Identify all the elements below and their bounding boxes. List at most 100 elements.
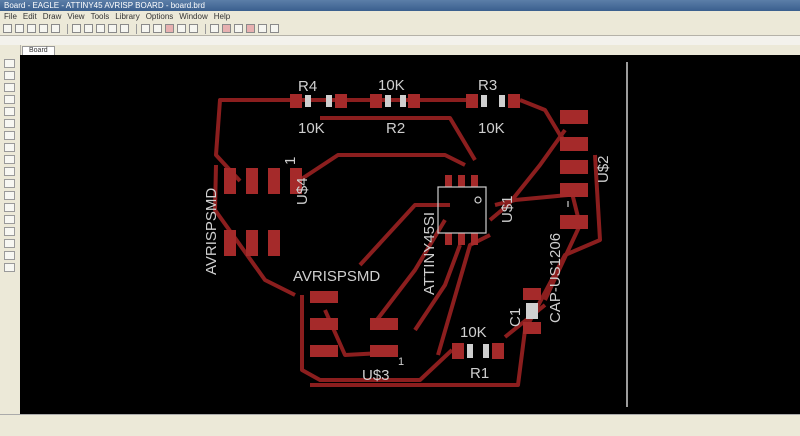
mark-tool-icon[interactable] (4, 95, 15, 104)
pad (471, 175, 478, 187)
pcb-layout[interactable]: R4 10K R3 10K R2 10K U$4 1 AVRISPSMD ATT… (20, 55, 800, 414)
trace (488, 128, 567, 222)
pad (458, 175, 465, 187)
info-tool-icon[interactable] (4, 59, 15, 68)
mirror-tool-icon[interactable] (4, 131, 15, 140)
c1-name-label: C1 (507, 308, 524, 327)
move-tool-icon[interactable] (4, 107, 15, 116)
zoom-in-icon[interactable] (84, 24, 93, 33)
pad (224, 168, 236, 194)
copper-traces (213, 98, 602, 387)
menu-library[interactable]: Library (115, 12, 140, 21)
print-icon[interactable] (27, 24, 36, 33)
redo-icon[interactable] (153, 24, 162, 33)
capacitor-body (526, 303, 538, 319)
group-tool-icon[interactable] (4, 155, 15, 164)
erc-icon[interactable] (222, 24, 231, 33)
status-bar (0, 414, 800, 436)
resistor-body (481, 95, 487, 107)
toolbar-divider (67, 23, 68, 34)
rotate-tool-icon[interactable] (4, 143, 15, 152)
resistor-body (467, 344, 473, 358)
silk-labels: R4 10K R3 10K R2 10K U$4 1 AVRISPSMD ATT… (203, 77, 612, 384)
trace (300, 295, 454, 382)
pad (370, 94, 382, 108)
toolbar-divider (205, 23, 206, 34)
ratsnest-icon[interactable] (234, 24, 243, 33)
ic-outline (437, 186, 487, 234)
u4-pin1-label: 1 (282, 157, 299, 165)
name-tool-icon[interactable] (4, 215, 15, 224)
board-canvas[interactable]: R4 10K R3 10K R2 10K U$4 1 AVRISPSMD ATT… (20, 55, 800, 414)
undo-icon[interactable] (141, 24, 150, 33)
value-tool-icon[interactable] (4, 227, 15, 236)
zoom-fit-icon[interactable] (72, 24, 81, 33)
tab-strip: Board (0, 45, 800, 55)
split-tool-icon[interactable] (4, 239, 15, 248)
r2-name-label: R2 (386, 120, 405, 137)
r4-name-label: R4 (298, 78, 317, 95)
menu-view[interactable]: View (67, 12, 85, 21)
wire-tool-icon[interactable] (4, 251, 15, 260)
zoom-select-icon[interactable] (120, 24, 129, 33)
resistor-bodies (305, 95, 538, 358)
menu-help[interactable]: Help (213, 12, 231, 21)
pad (560, 215, 588, 229)
pad (492, 343, 504, 359)
u3-name-label: U$3 (362, 367, 390, 384)
display-tool-icon[interactable] (4, 83, 15, 92)
resistor-body (305, 95, 311, 107)
pad (310, 291, 338, 303)
open-icon[interactable] (3, 24, 12, 33)
menu-options[interactable]: Options (145, 12, 174, 21)
add-tool-icon[interactable] (4, 203, 15, 212)
schematic-icon[interactable] (51, 24, 60, 33)
pad (268, 230, 280, 256)
delete-tool-icon[interactable] (4, 191, 15, 200)
paste-tool-icon[interactable] (4, 179, 15, 188)
zoom-out-icon[interactable] (96, 24, 105, 33)
text-tool-icon[interactable] (4, 263, 15, 272)
save-icon[interactable] (15, 24, 24, 33)
pad (523, 288, 541, 300)
stop-icon[interactable] (165, 24, 174, 33)
r4-value-label: 10K (298, 120, 325, 137)
cap-package-label: CAP-US1206 (547, 233, 564, 323)
trace (503, 303, 547, 339)
menu-edit[interactable]: Edit (22, 12, 37, 21)
menu-tools[interactable]: Tools (90, 12, 110, 21)
ic-pin1-marker (474, 196, 482, 204)
cam-icon[interactable] (39, 24, 48, 33)
pad (408, 94, 420, 108)
u3-pin1-label: 1 (398, 356, 404, 368)
toolbar-divider (136, 23, 137, 34)
menu-window[interactable]: Window (179, 12, 208, 21)
trace (494, 193, 569, 207)
change-tool-icon[interactable] (4, 167, 15, 176)
route-icon[interactable] (246, 24, 255, 33)
trace (371, 218, 447, 327)
resistor-body (400, 95, 406, 107)
help-icon[interactable] (189, 24, 198, 33)
pad (290, 94, 302, 108)
tool-palette (0, 45, 21, 436)
layer-icon[interactable] (270, 24, 279, 33)
pad (560, 183, 588, 197)
avrisp-mid-label: AVRISPSMD (293, 268, 380, 285)
tab-board[interactable]: Board (22, 46, 55, 55)
pad (471, 233, 478, 245)
ripup-icon[interactable] (258, 24, 267, 33)
menu-bar: File Edit Draw View Tools Library Option… (0, 11, 800, 22)
resistor-body (326, 95, 332, 107)
redraw-icon[interactable] (108, 24, 117, 33)
menu-file[interactable]: File (4, 12, 17, 21)
copy-tool-icon[interactable] (4, 119, 15, 128)
go-icon[interactable] (177, 24, 186, 33)
trace (213, 164, 296, 297)
trace (298, 153, 466, 182)
ic-name-label: ATTINY45SI (421, 212, 438, 295)
pad (445, 233, 452, 245)
show-tool-icon[interactable] (4, 71, 15, 80)
menu-draw[interactable]: Draw (42, 12, 62, 21)
drc-icon[interactable] (210, 24, 219, 33)
